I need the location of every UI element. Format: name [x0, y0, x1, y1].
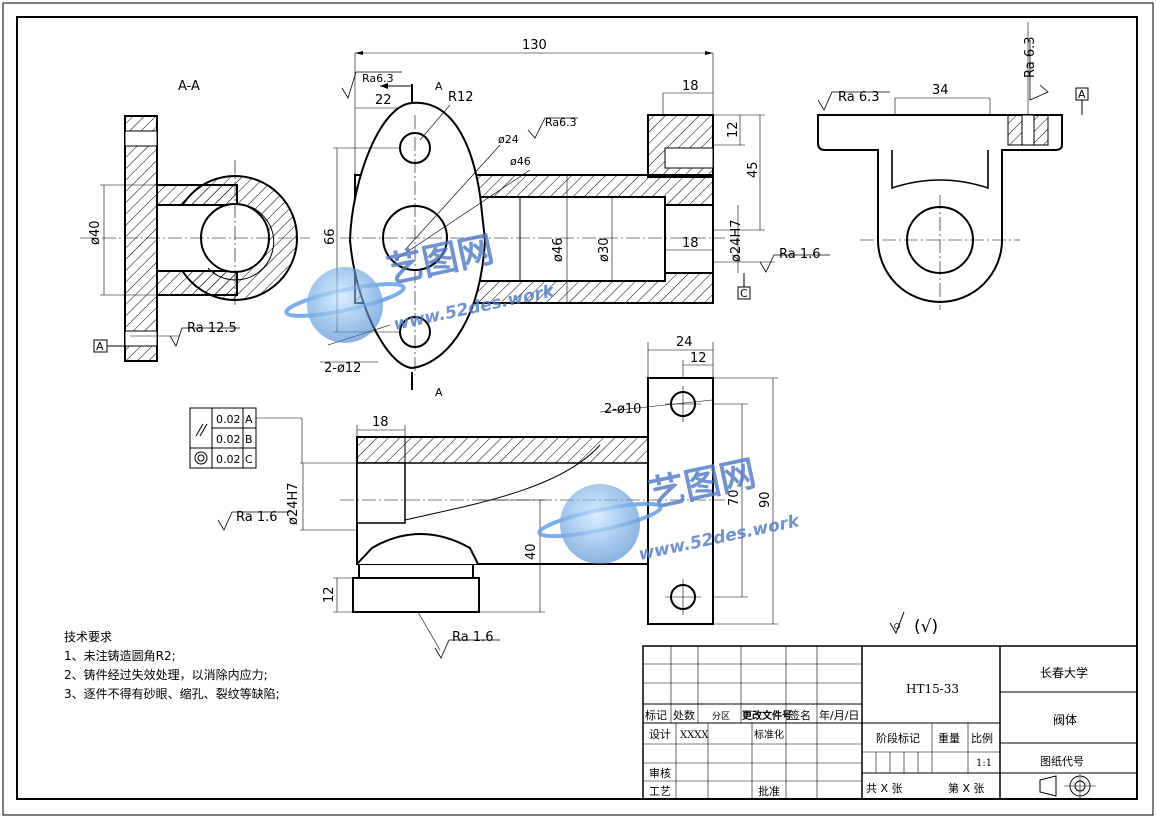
cut-mark-top: A	[435, 80, 443, 93]
tb-rev-date: 年/月/日	[819, 708, 859, 722]
dim-12-top: 12	[726, 121, 741, 138]
dim-dia-40: ø40	[88, 221, 103, 246]
dim-dia-46: ø46	[510, 155, 531, 168]
side-view: 34 Ra 6.3 Ra 6.3 A	[817, 22, 1089, 310]
tb-designer: XXXX	[680, 730, 709, 741]
tol-value-2: 0.02	[216, 433, 241, 446]
tb-rev-count: 处数	[673, 709, 695, 722]
dim-dia-30: ø30	[597, 238, 612, 263]
tol-value-3: 0.02	[216, 453, 241, 466]
note-item-3: 3、逐件不得有砂眼、缩孔、裂纹等缺陷;	[64, 687, 280, 701]
dim-18-flange: 18	[682, 79, 699, 94]
tb-rev-zone: 分区	[712, 711, 730, 722]
ra-63-vertical: Ra 6.3	[1023, 36, 1038, 78]
ra-63-hole: Ra6.3	[545, 116, 577, 129]
dim-130: 130	[522, 38, 547, 53]
tb-weight: 重量	[938, 731, 960, 745]
title-block: 标记 处数 分区 更改文件号 签名 年/月/日 设计 XXXX 标准化 审核 工…	[642, 645, 1138, 800]
main-section-view: 130 22 Ra6.3 A R12 ø24 ø46 Ra6.3 6	[320, 38, 830, 399]
dim-45: 45	[746, 161, 761, 178]
dim-90: 90	[758, 491, 773, 508]
tol-value-1: 0.02	[216, 413, 241, 426]
tol-datum-2: B	[245, 433, 253, 446]
dim-r12: R12	[448, 90, 474, 105]
tb-drawing-no: HT15-33	[906, 682, 959, 696]
section-label: A-A	[178, 79, 200, 94]
tolerance-frame: 0.02 A 0.02 B 0.02 C	[189, 407, 303, 469]
dim-12-base: 12	[322, 586, 337, 603]
tb-design: 设计	[649, 728, 671, 741]
dim-24-width: 24	[676, 335, 693, 350]
tb-rev-mark: 标记	[645, 708, 667, 722]
datum-a-left: A	[96, 340, 104, 353]
dim-24h7: ø24H7	[729, 219, 744, 262]
tb-sheet-no: 第 X 张	[948, 781, 985, 795]
ra-12-5: Ra 12.5	[187, 321, 237, 336]
dim-2-dia-12: 2-ø12	[324, 361, 361, 376]
ra-16-front: Ra 1.6	[236, 510, 278, 525]
inner-border	[16, 16, 1138, 800]
note-item-1: 1、未注铸造圆角R2;	[64, 649, 176, 663]
tb-school: 长春大学	[1040, 665, 1088, 680]
tb-process: 工艺	[649, 785, 671, 798]
datum-a-right: A	[1078, 88, 1086, 101]
general-roughness: (√)	[889, 611, 938, 637]
dim-40: 40	[524, 543, 539, 560]
section-view-aa: A-A ø40 A Ra 12.5	[80, 79, 310, 362]
tb-stage: 阶段标记	[876, 731, 920, 745]
datum-c: C	[740, 287, 748, 300]
ra-63-top: Ra6.3	[362, 72, 394, 85]
tb-total-sheets: 共 X 张	[866, 782, 903, 795]
tb-part-name: 阀体	[1053, 713, 1077, 727]
dim-34: 34	[932, 83, 949, 98]
ra-63-side: Ra 6.3	[838, 90, 880, 105]
ra-16-bottom: Ra 1.6	[452, 630, 494, 645]
dim-dia-46-v: ø46	[551, 238, 566, 263]
dim-66: 66	[323, 228, 338, 245]
tol-datum-3: C	[245, 453, 253, 466]
ra-16-bore: Ra 1.6	[779, 247, 821, 262]
dim-70: 70	[727, 489, 742, 506]
tb-rev-sign: 签名	[789, 708, 811, 722]
tb-standard: 标准化	[754, 728, 784, 741]
general-roughness-mark: (√)	[914, 617, 938, 637]
tb-approve: 批准	[758, 784, 780, 798]
tb-rev-doc: 更改文件号	[742, 709, 792, 722]
dim-18-front: 18	[372, 415, 389, 430]
technical-notes: 技术要求 1、未注铸造圆角R2; 2、铸件经过失效处理，以消除内应力; 3、逐件…	[64, 628, 280, 704]
cut-mark-bottom: A	[435, 386, 443, 399]
tol-datum-1: A	[245, 413, 253, 426]
dim-12-width: 12	[690, 351, 707, 366]
tb-drawing-code: 图纸代号	[1040, 755, 1084, 768]
dim-24h7-front: ø24H7	[286, 482, 301, 525]
tb-scale-header: 比例	[971, 731, 993, 745]
dim-2-dia-10: 2-ø10	[604, 402, 641, 417]
dim-dia-24: ø24	[498, 133, 519, 146]
dim-18-inner: 18	[682, 236, 699, 251]
dim-22: 22	[375, 93, 392, 108]
notes-title: 技术要求	[64, 630, 113, 644]
tb-scale: 1:1	[976, 758, 992, 769]
note-item-2: 2、铸件经过失效处理，以消除内应力;	[64, 668, 268, 682]
tb-review: 审核	[649, 766, 671, 780]
